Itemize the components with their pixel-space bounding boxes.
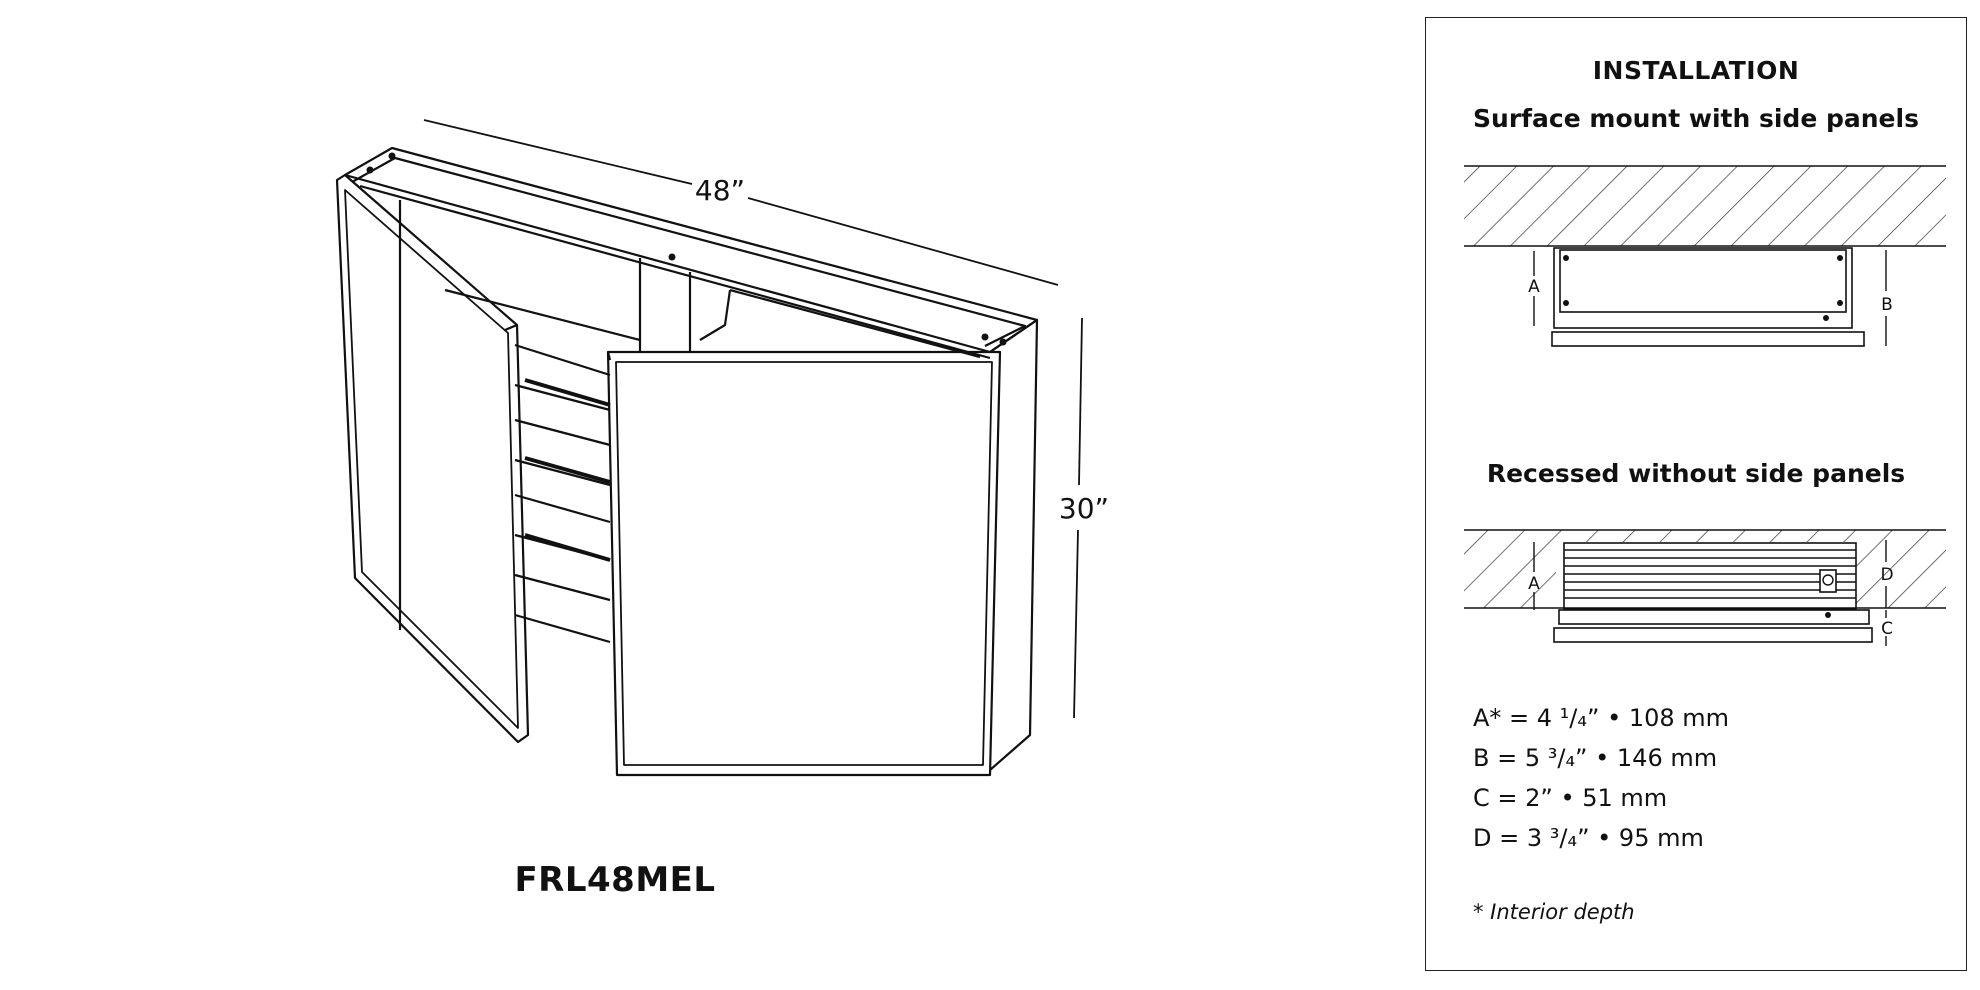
cabinet-right-side [989, 318, 1039, 771]
cabinet-drawing: 48” 30” [335, 119, 1109, 777]
recessed-diagram: A D C [1464, 529, 1946, 646]
recessed-title: Recessed without side panels [1486, 459, 1906, 488]
height-dimension [1073, 317, 1083, 719]
recessed-label-d: D [1880, 565, 1893, 585]
cabinet-left-door [335, 173, 530, 744]
dimension-a: A* = 4 ¹/₄” • 108 mm [1473, 704, 1730, 732]
width-label: 48” [695, 174, 745, 207]
width-dimension [423, 119, 1059, 286]
model-label: FRL48MEL [514, 860, 716, 900]
recessed-cabinet-profile [1553, 542, 1873, 643]
surface-label-a: A [1528, 277, 1540, 297]
height-label: 30” [1059, 492, 1109, 525]
surface-mount-title: Surface mount with side panels [1473, 104, 1919, 133]
cabinet-screws [366, 152, 1007, 346]
dimension-list: A* = 4 ¹/₄” • 108 mm B = 5 ³/₄” • 146 mm… [1473, 698, 1729, 858]
wall-hatch [1464, 165, 1946, 247]
interior-depth-note: * Interior depth [1473, 900, 1635, 924]
cabinet-right-door [606, 350, 1002, 777]
dimension-d: D = 3 ³/₄” • 95 mm [1473, 824, 1704, 852]
cabinet-shelves [444, 288, 641, 644]
installation-title: INSTALLATION [1592, 56, 1800, 85]
cabinet-top-inner [351, 156, 1027, 347]
recessed-label-a: A [1528, 574, 1540, 594]
surface-mount-diagram: A B [1464, 165, 1946, 347]
installation-panel: INSTALLATION Surface mount with side pan… [1425, 17, 1967, 971]
wall-hatch-recessed [1464, 529, 1946, 612]
dimension-c: C = 2” • 51 mm [1473, 784, 1668, 812]
surface-cabinet-profile [1551, 247, 1865, 347]
dimension-b: B = 5 ³/₄” • 146 mm [1473, 744, 1718, 772]
surface-label-b: B [1881, 295, 1893, 315]
recessed-label-c: C [1881, 619, 1893, 639]
